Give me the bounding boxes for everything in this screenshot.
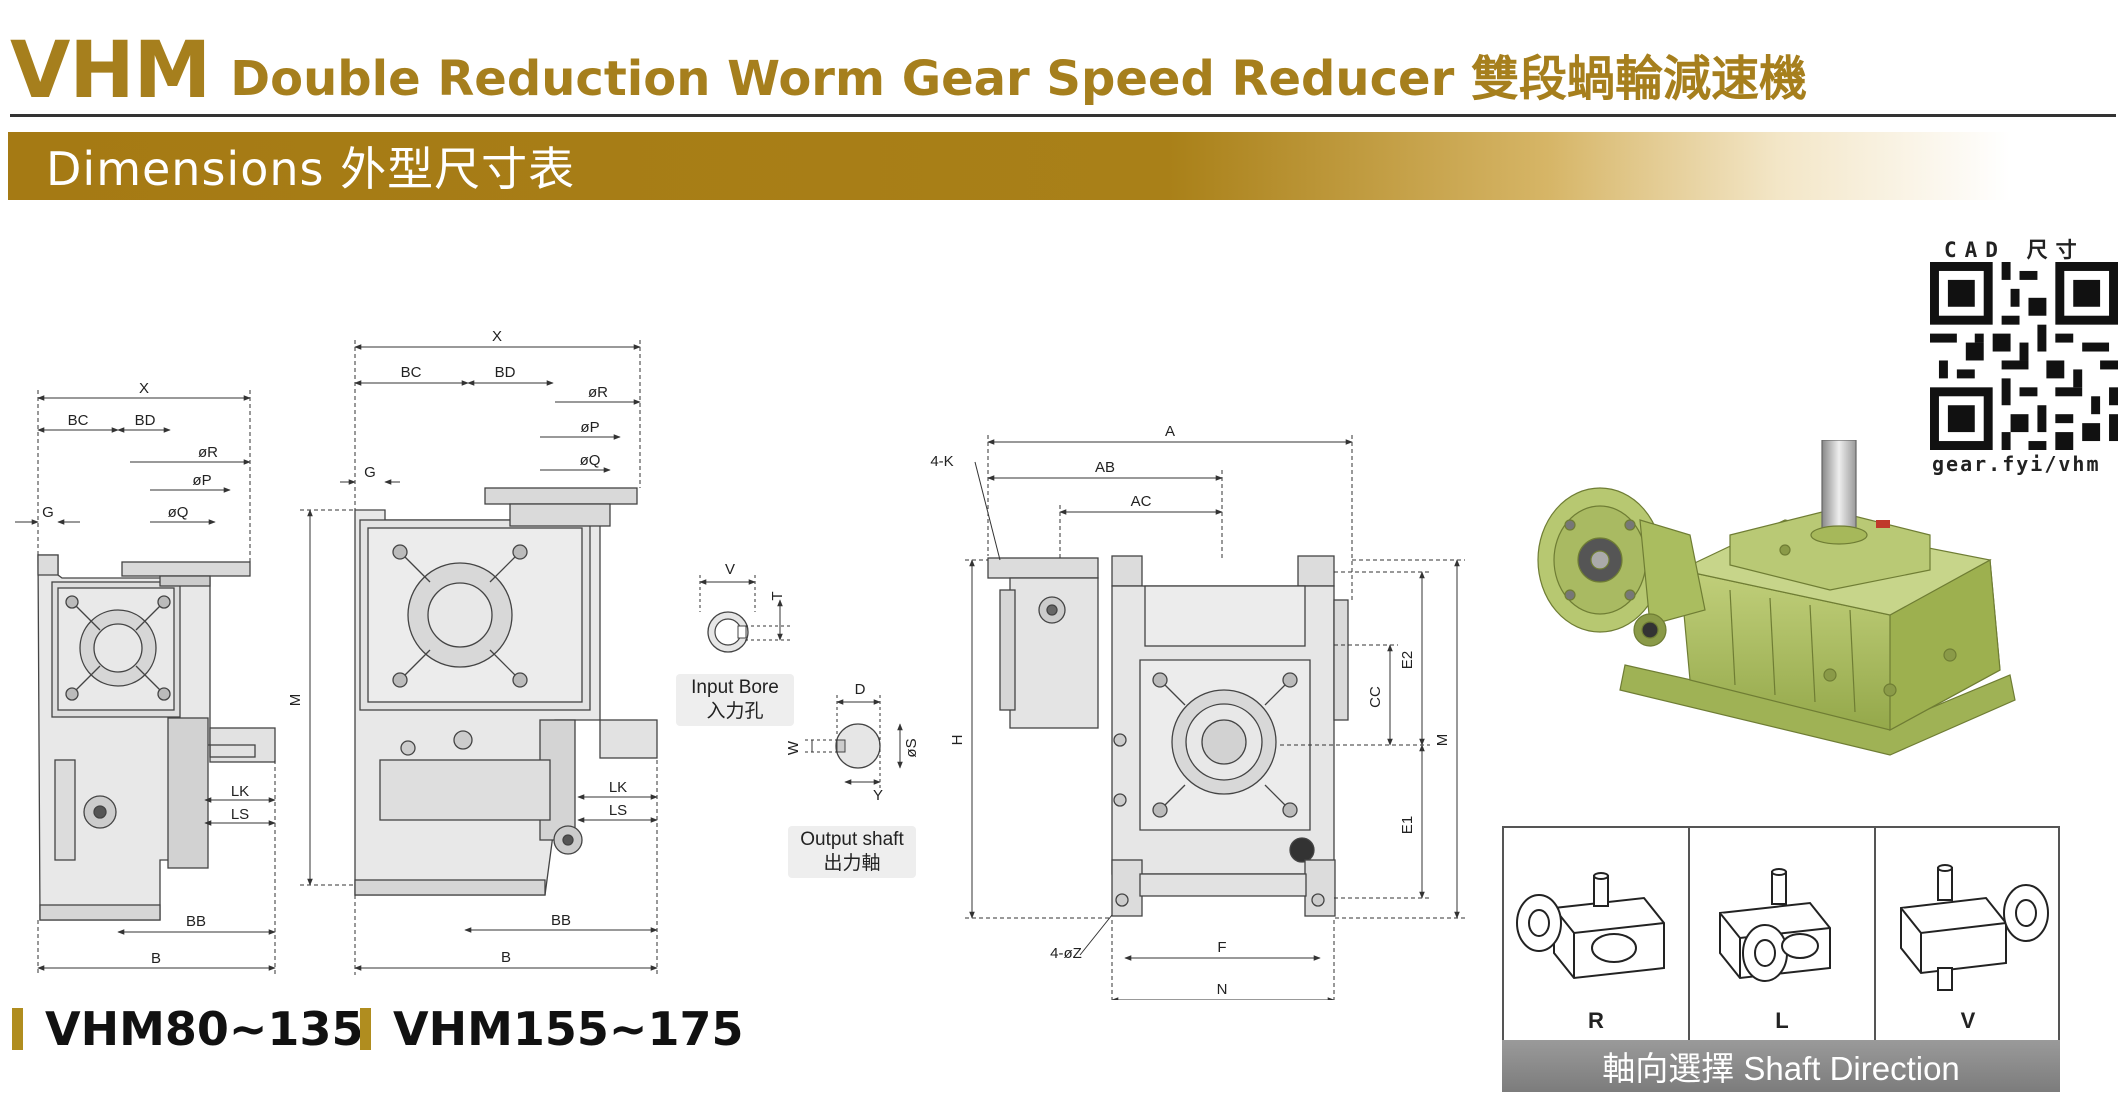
dim-label-w: W: [785, 740, 802, 755]
dim-label-e2: E2: [1399, 651, 1416, 669]
series-marker: [360, 1008, 371, 1050]
front-view: [987, 555, 1349, 917]
title-divider: [10, 114, 2116, 117]
cad-qr-code[interactable]: [1930, 262, 2118, 450]
front-dimensions: [965, 435, 1465, 1000]
dim-label-v: V: [725, 561, 735, 578]
dim-label-f: F: [1217, 939, 1226, 956]
dim-label-t: T: [769, 591, 786, 600]
shaft-option-label: V: [1960, 1008, 1976, 1033]
dim-label-ls: LS: [609, 802, 627, 819]
dim-label-x: X: [139, 380, 149, 397]
series-label-1: VHM80~135: [12, 1002, 364, 1056]
dim-label-bc: BC: [401, 364, 422, 381]
dim-label-ab: AB: [1095, 459, 1115, 476]
shaft-diagram-v: [1900, 864, 2049, 991]
dim-label-n: N: [1217, 981, 1228, 998]
series-label-text: VHM155~175: [393, 1002, 744, 1056]
dim-label-x: X: [492, 328, 502, 345]
shaft-panel-divider: [1874, 828, 1876, 1046]
dim-label-bb: BB: [551, 912, 571, 929]
shaft-direction-caption: 軸向選擇 Shaft Direction: [1602, 1050, 1960, 1087]
input-bore-caption-zh: 入力孔: [706, 700, 764, 722]
dim-label-r: øR: [198, 444, 218, 461]
shaft-panel-divider: [1688, 828, 1690, 1046]
dim-label-p: øP: [192, 472, 211, 489]
dim-label-bd: BD: [495, 364, 516, 381]
dim-label-bb: BB: [186, 913, 206, 930]
large-side-view: [354, 487, 658, 896]
dim-label-y: Y: [873, 787, 883, 804]
dim-label-ls: LS: [231, 806, 249, 823]
input-bore-caption-en: Input Bore: [691, 677, 779, 698]
output-shaft-caption: Output shaft 出力軸: [788, 826, 916, 878]
dim-label-g: G: [364, 464, 376, 481]
series-marker: [12, 1008, 23, 1050]
dim-label-g: G: [42, 504, 54, 521]
dim-label-b: B: [151, 950, 161, 967]
output-shaft-detail: D W øS Y: [785, 681, 920, 804]
dim-label-h: H: [949, 735, 966, 746]
small-side-labels: X BC BD øR øP øQ G LK LS BB B: [42, 380, 249, 967]
shaft-diagram-l: [1719, 868, 1831, 982]
dim-label-e1: E1: [1399, 816, 1416, 834]
shaft-option-label: L: [1775, 1008, 1789, 1033]
dim-label-q: øQ: [580, 452, 601, 469]
front-labels: A 4-K AB AC H CC E2 M E1 4-øZ F N: [930, 423, 1451, 998]
shaft-diagram-r: [1516, 872, 1665, 980]
model-code: VHM: [10, 26, 211, 116]
shaft-direction-panel: R L V: [1502, 826, 2060, 1048]
section-title: Dimensions 外型尺寸表: [46, 142, 576, 196]
dim-label-bd: BD: [135, 412, 156, 429]
dimension-drawings: X BC BD øR øP øQ G LK LS BB B: [15, 328, 1465, 1000]
dim-label-lk: LK: [609, 779, 627, 796]
output-shaft-caption-zh: 出力軸: [823, 852, 881, 874]
output-shaft-caption-en: Output shaft: [800, 829, 904, 850]
shaft-option-r[interactable]: R: [1504, 828, 1688, 1046]
large-side-labels: X BC BD øR øP øQ G M LK LS BB B: [287, 328, 627, 966]
dim-label-cc: CC: [1367, 686, 1384, 708]
dim-label-k: 4-K: [930, 453, 953, 470]
series-label-text: VHM80~135: [45, 1002, 364, 1056]
dim-label-m: M: [287, 694, 304, 707]
small-side-view: [37, 554, 276, 921]
section-banner: Dimensions 外型尺寸表: [8, 132, 2116, 200]
dim-label-ac: AC: [1131, 493, 1152, 510]
input-bore-detail: V T: [699, 561, 790, 653]
dim-label-p: øP: [580, 419, 599, 436]
dim-label-m: M: [1434, 734, 1451, 747]
page-header: VHM Double Reduction Worm Gear Speed Red…: [10, 10, 1807, 110]
dim-label-q: øQ: [168, 504, 189, 521]
dim-label-s: øS: [903, 738, 920, 757]
shaft-option-v[interactable]: V: [1876, 828, 2060, 1046]
small-side-dimensions: [15, 390, 276, 975]
dim-label-z: 4-øZ: [1050, 945, 1082, 962]
series-label-2: VHM155~175: [360, 1002, 744, 1056]
cad-label: CAD 尺寸: [1944, 238, 2085, 262]
cad-url[interactable]: gear.fyi/vhm: [1932, 452, 2101, 476]
dim-label-lk: LK: [231, 783, 249, 800]
input-bore-caption: Input Bore 入力孔: [676, 674, 794, 726]
dim-label-d: D: [855, 681, 866, 698]
product-illustration: [1537, 440, 2016, 756]
large-side-dimensions: [300, 340, 658, 975]
dim-label-a: A: [1165, 423, 1175, 440]
dim-label-r: øR: [588, 384, 608, 401]
shaft-option-l[interactable]: L: [1690, 828, 1874, 1046]
dim-label-b: B: [501, 949, 511, 966]
page-title: Double Reduction Worm Gear Speed Reducer…: [230, 51, 1807, 108]
shaft-option-label: R: [1588, 1008, 1604, 1033]
dim-label-bc: BC: [68, 412, 89, 429]
shaft-direction-footer: 軸向選擇 Shaft Direction: [1502, 1040, 2060, 1092]
